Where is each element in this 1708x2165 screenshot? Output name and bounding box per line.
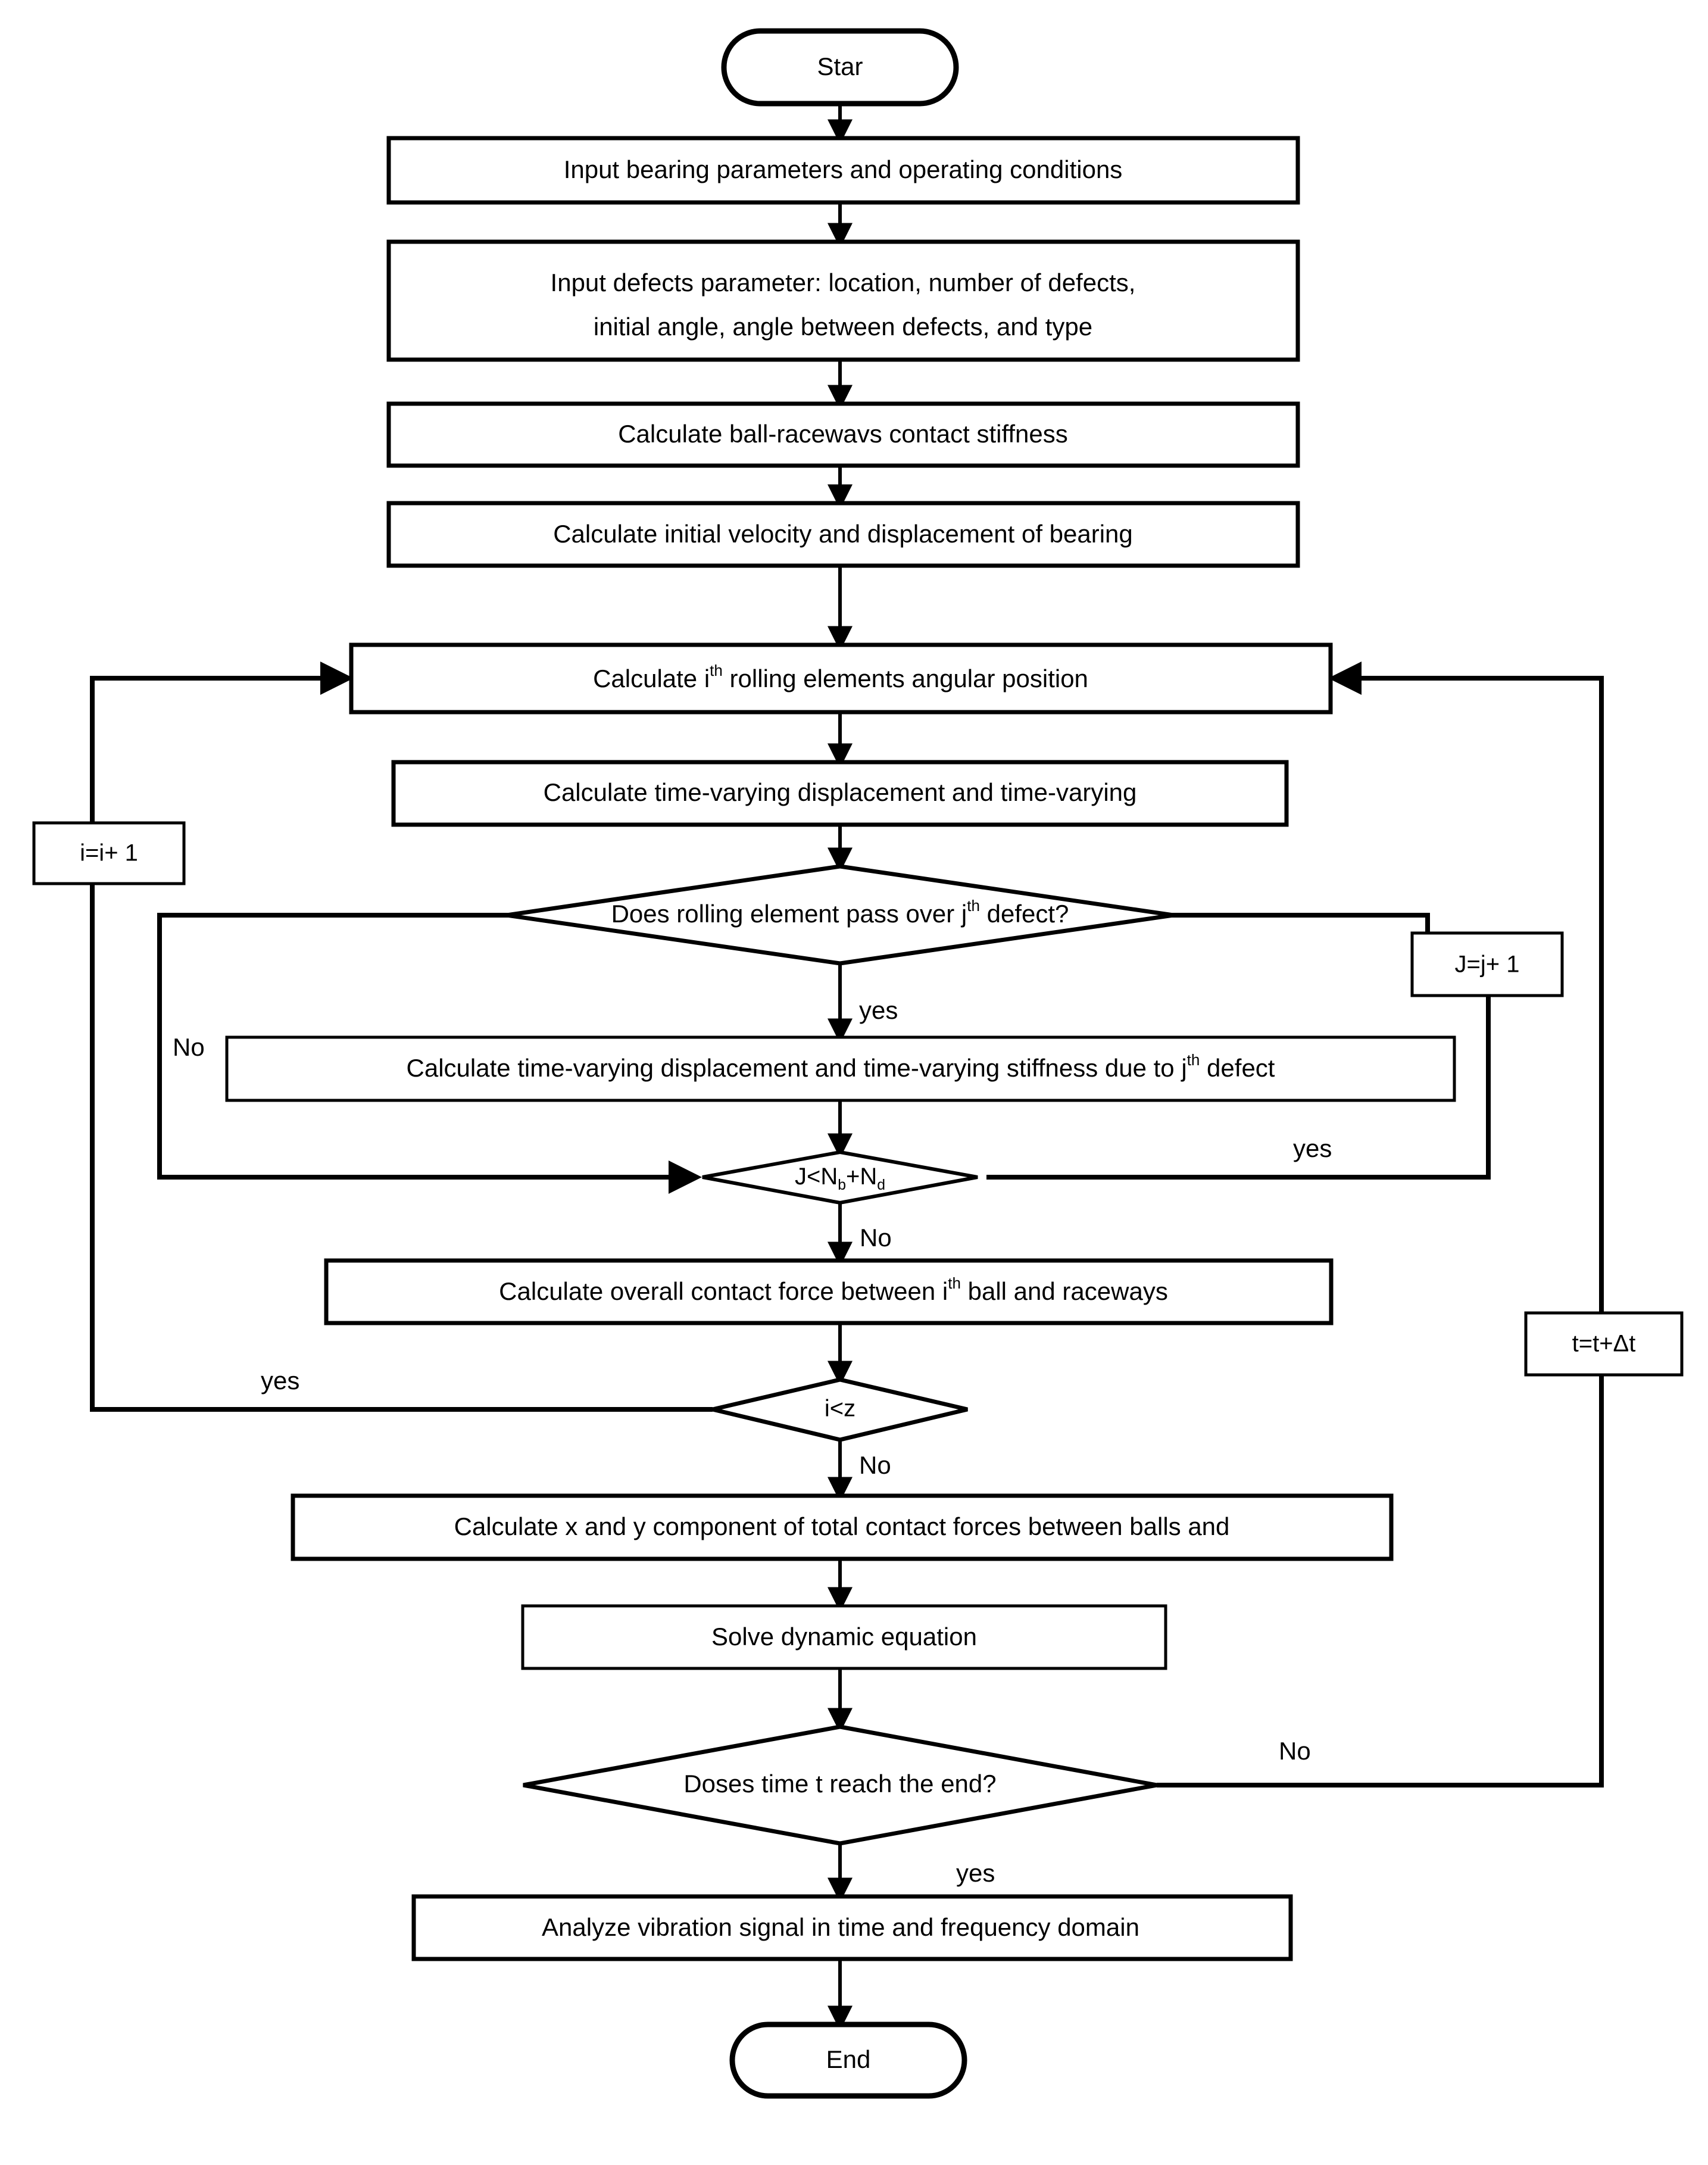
- node-decision-pass-defect-label-b: defect?: [980, 900, 1069, 928]
- node-input-defects-line1: Input defects parameter: location, numbe…: [551, 269, 1136, 297]
- node-decision-time-end-label: Doses time t reach the end?: [683, 1770, 996, 1798]
- edge-label-pass-defect-yes: yes: [859, 996, 898, 1024]
- node-calc-tv-stiffness-label: Calculate time-varying displacement and …: [407, 1051, 1275, 1082]
- node-decision-pass-defect[interactable]: Does rolling element pass over jth defec…: [506, 864, 1174, 966]
- edge-label-j-limit-no: No: [860, 1224, 892, 1252]
- node-calc-xy-label: Calculate x and y component of total con…: [454, 1512, 1230, 1540]
- node-calc-tv-stiffness-defect[interactable]: Calculate time-varying displacement and …: [225, 1035, 1456, 1102]
- node-solve-dynamic-label: Solve dynamic equation: [711, 1623, 977, 1651]
- node-i-increment[interactable]: i=i+ 1: [32, 821, 186, 885]
- node-calc-angular-label-sup: th: [710, 662, 723, 679]
- node-start-label: Star: [817, 52, 863, 80]
- node-decision-j-limit-label-sub: b: [838, 1177, 846, 1193]
- node-analyze-vibration[interactable]: Analyze vibration signal in time and fre…: [411, 1894, 1293, 1961]
- edge-t-increment-to-calc-angular: [1328, 662, 1604, 1313]
- node-calc-angular-label: Calculate ith rolling elements angular p…: [593, 662, 1088, 692]
- node-t-increment-label: t=t+Δt: [1572, 1331, 1636, 1357]
- node-solve-dynamic-equation[interactable]: Solve dynamic equation: [521, 1604, 1167, 1670]
- node-decision-j-limit[interactable]: J<Nb+Nd: [702, 1150, 978, 1205]
- node-calc-angular-label-a: Calculate i: [593, 665, 710, 692]
- node-calc-timevarying-label: Calculate time-varying displacement and …: [544, 778, 1137, 806]
- node-decision-i-z[interactable]: i<z: [712, 1377, 968, 1442]
- node-input-defects-line2: initial angle, angle between defects, an…: [594, 313, 1092, 341]
- edge-i-increment-to-calc-angular: [90, 662, 354, 823]
- node-decision-j-limit-label-sub-b: d: [877, 1177, 885, 1193]
- node-j-increment[interactable]: J=j+ 1: [1410, 931, 1564, 997]
- node-calc-initial-velocity[interactable]: Calculate initial velocity and displacem…: [386, 501, 1300, 568]
- node-calc-tv-stiffness-label-b: defect: [1200, 1054, 1275, 1082]
- node-calc-contact-stiffness[interactable]: Calculate ball-racewavs contact stiffnes…: [386, 401, 1300, 468]
- node-decision-time-end[interactable]: Doses time t reach the end?: [523, 1724, 1157, 1846]
- edge-i-z-yes: [90, 884, 713, 1412]
- node-decision-i-z-label: i<z: [825, 1396, 855, 1422]
- node-input-bearing-label: Input bearing parameters and operating c…: [564, 155, 1123, 183]
- node-calc-overall-force-label: Calculate overall contact force between …: [499, 1274, 1168, 1305]
- edge-j-limit-yes: [986, 996, 1491, 1180]
- edge-label-j-limit-yes: yes: [1293, 1134, 1332, 1162]
- node-i-increment-label: i=i+ 1: [80, 840, 138, 866]
- edge-label-pass-defect-no: No: [173, 1033, 205, 1061]
- node-start[interactable]: Star: [721, 28, 959, 107]
- node-calc-overall-force-label-a: Calculate overall contact force between …: [499, 1277, 948, 1305]
- edge-label-time-end-yes: yes: [956, 1859, 995, 1887]
- node-decision-pass-defect-label: Does rolling element pass over jth defec…: [611, 897, 1069, 928]
- edge-time-end-no: [1157, 1375, 1604, 1787]
- node-j-increment-label: J=j+ 1: [1455, 952, 1520, 978]
- node-t-increment[interactable]: t=t+Δt: [1524, 1311, 1684, 1377]
- edge-label-time-end-no: No: [1279, 1737, 1311, 1765]
- edge-label-i-z-yes: yes: [261, 1367, 299, 1395]
- node-calc-xy-component[interactable]: Calculate x and y component of total con…: [291, 1493, 1394, 1561]
- node-decision-j-limit-label-a: J<N: [795, 1163, 838, 1190]
- node-calc-tv-stiffness-label-a: Calculate time-varying displacement and …: [407, 1054, 1187, 1082]
- node-input-bearing-parameters[interactable]: Input bearing parameters and operating c…: [386, 136, 1300, 205]
- node-decision-pass-defect-label-a: Does rolling element pass over j: [611, 900, 967, 928]
- node-decision-pass-defect-label-sup: th: [967, 897, 980, 915]
- node-input-defects-parameter[interactable]: Input defects parameter: location, numbe…: [386, 239, 1300, 362]
- node-analyze-vibration-label: Analyze vibration signal in time and fre…: [542, 1913, 1139, 1941]
- node-end-label: End: [826, 2045, 871, 2073]
- node-decision-j-limit-label-b: +N: [846, 1163, 877, 1190]
- node-calc-overall-force[interactable]: Calculate overall contact force between …: [324, 1258, 1334, 1325]
- node-calc-overall-force-label-sup: th: [948, 1274, 961, 1292]
- node-calc-time-varying[interactable]: Calculate time-varying displacement and …: [391, 760, 1289, 827]
- node-end[interactable]: End: [729, 2022, 967, 2099]
- node-decision-j-limit-label: J<Nb+Nd: [795, 1163, 885, 1193]
- node-calc-initial-label: Calculate initial velocity and displacem…: [553, 520, 1133, 548]
- node-calc-angular-position[interactable]: Calculate ith rolling elements angular p…: [349, 642, 1333, 715]
- edge-label-i-z-no: No: [859, 1451, 891, 1479]
- edge-pass-defect-no: [157, 913, 702, 1194]
- node-calc-stiffness-label: Calculate ball-racewavs contact stiffnes…: [618, 420, 1068, 448]
- node-calc-angular-label-b: rolling elements angular position: [723, 665, 1088, 692]
- node-calc-overall-force-label-b: ball and raceways: [961, 1277, 1168, 1305]
- node-calc-tv-stiffness-label-sup: th: [1187, 1051, 1200, 1069]
